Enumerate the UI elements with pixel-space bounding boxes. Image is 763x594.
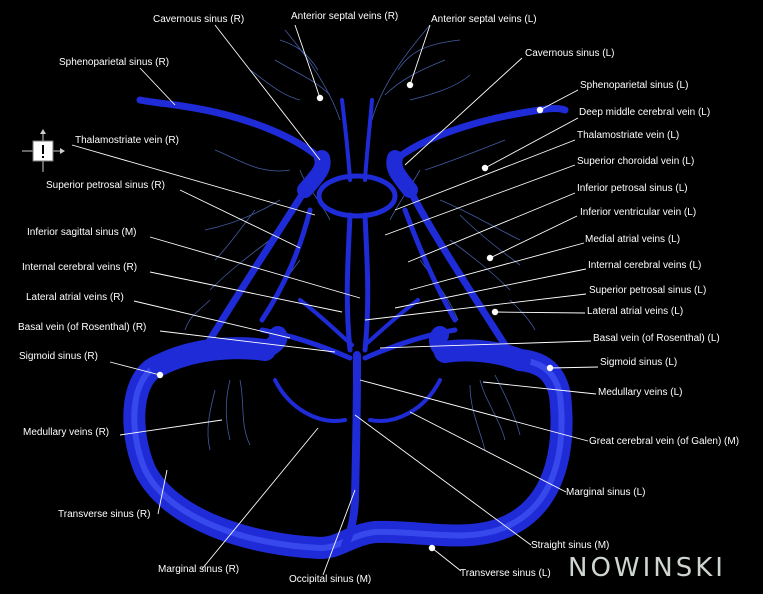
vessels: [123, 96, 573, 559]
label-marginal-sinus-l: Marginal sinus (L): [566, 487, 646, 498]
label-sigmoid-sinus-l: Sigmoid sinus (L): [600, 357, 678, 368]
label-lateral-atrial-veins-r: Lateral atrial veins (R): [26, 292, 124, 303]
label-inferior-ventricular-vein-l: Inferior ventricular vein (L): [580, 207, 697, 218]
label-cavernous-sinus-l: Cavernous sinus (L): [525, 48, 615, 59]
label-thalamostriate-vein-r: Thalamostriate vein (R): [75, 135, 179, 146]
label-deep-middle-cerebral-vein-l: Deep middle cerebral vein (L): [579, 107, 711, 118]
label-inferior-sagittal-sinus-m: Inferior sagittal sinus (M): [27, 227, 137, 238]
label-transverse-sinus-l: Transverse sinus (L): [460, 568, 551, 579]
leader-lines: [71, 24, 599, 576]
label-superior-petrosal-sinus-l: Superior petrosal sinus (L): [589, 285, 707, 296]
label-basal-vein-l: Basal vein (of Rosenthal) (L): [593, 333, 720, 344]
label-sphenoparietal-sinus-l: Sphenoparietal sinus (L): [580, 80, 689, 91]
label-superior-choroidal-vein-l: Superior choroidal vein (L): [577, 156, 695, 167]
label-superior-petrosal-sinus-r: Superior petrosal sinus (R): [46, 180, 165, 191]
label-marginal-sinus-r: Marginal sinus (R): [158, 564, 240, 575]
label-medial-atrial-veins-l: Medial atrial veins (L): [585, 234, 681, 245]
label-sigmoid-sinus-r: Sigmoid sinus (R): [19, 351, 98, 362]
label-cavernous-sinus-r: Cavernous sinus (R): [153, 14, 245, 25]
label-medullary-veins-r: Medullary veins (R): [23, 427, 110, 438]
compass-arrows-icon: [22, 129, 65, 172]
label-great-cerebral-vein-galen: Great cerebral vein (of Galen) (M): [589, 436, 740, 447]
label-sphenoparietal-sinus-r: Sphenoparietal sinus (R): [59, 57, 170, 68]
label-transverse-sinus-r: Transverse sinus (R): [58, 509, 151, 520]
label-anterior-septal-veins-r: Anterior septal veins (R): [291, 11, 399, 22]
label-medullary-veins-l: Medullary veins (L): [598, 387, 683, 398]
label-internal-cerebral-veins-r: Internal cerebral veins (R): [22, 262, 138, 273]
label-lateral-atrial-veins-l: Lateral atrial veins (L): [587, 306, 684, 317]
label-thalamostriate-vein-l: Thalamostriate vein (L): [577, 130, 680, 141]
label-occipital-sinus-m: Occipital sinus (M): [289, 574, 372, 585]
pointer-markers: [156, 81, 554, 552]
label-straight-sinus-m: Straight sinus (M): [531, 540, 610, 551]
brand-logo: NOWINSKI: [568, 553, 726, 583]
label-internal-cerebral-veins-l: Internal cerebral veins (L): [588, 260, 702, 271]
label-inferior-petrosal-sinus-l: Inferior petrosal sinus (L): [577, 183, 688, 194]
label-anterior-septal-veins-l: Anterior septal veins (L): [431, 14, 537, 25]
label-basal-vein-r: Basal vein (of Rosenthal) (R): [18, 322, 147, 333]
